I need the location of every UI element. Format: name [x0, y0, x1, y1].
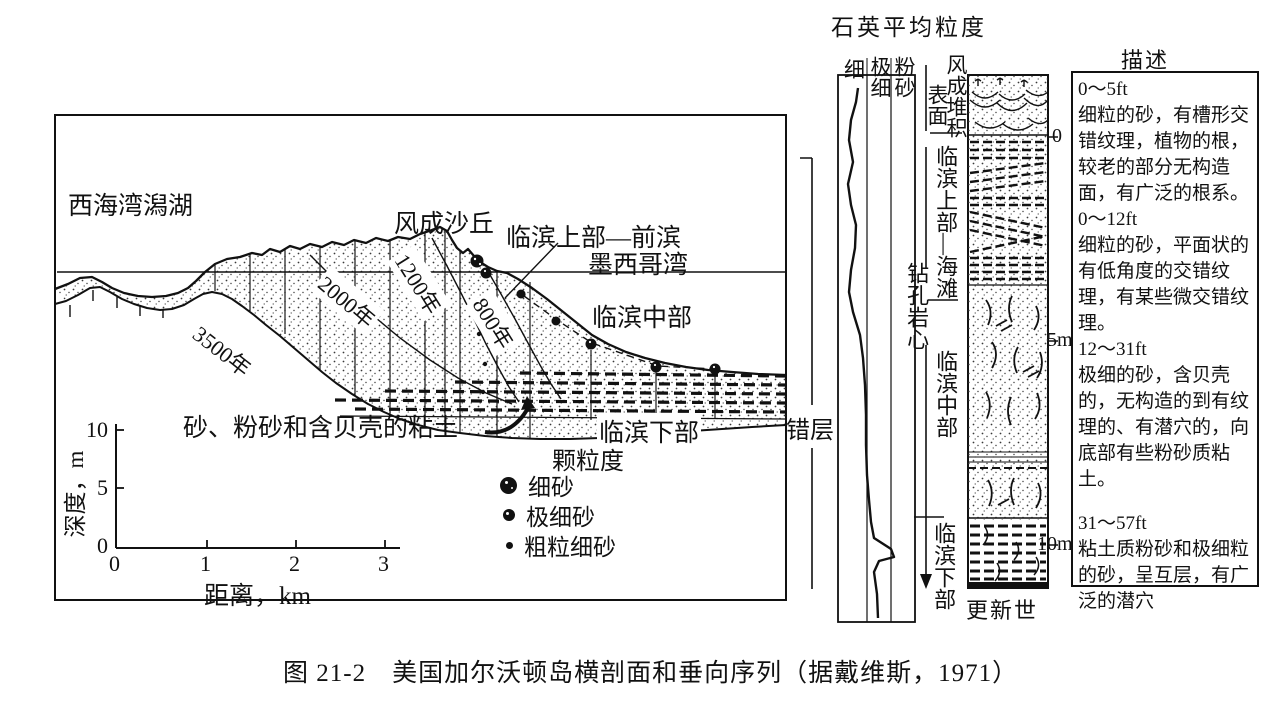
- description-box: 0～5ft 细粒的砂，有槽形交错纹理，植物的根，较老的部分无构造面，有广泛的根系。…: [1073, 73, 1257, 612]
- upper-shoreface-foreshore-label: 临滨上部—前滨: [506, 225, 682, 252]
- basal-unit-label: 砂、粉砂和含贝壳的粘土: [183, 415, 459, 442]
- legend-item-label: 细砂: [528, 475, 574, 500]
- distance-tick-0: 0: [109, 551, 120, 576]
- island-surface-profile: [54, 225, 787, 377]
- legend-item-label: 粗粒细砂: [524, 535, 616, 560]
- description-text: 极细的砂，含贝壳的，无构造的到有纹理的、有潜穴的，向底部有些粉砂质粘土。: [1078, 365, 1250, 490]
- distance-axis-label: 距离，km: [204, 583, 311, 610]
- burrowed-zone: [985, 295, 1043, 426]
- fault-label: 错层: [786, 418, 834, 444]
- pleistocene-label: 更新世: [966, 598, 1039, 623]
- barrier-base-line: [54, 286, 787, 440]
- description-text: 细粒的砂，有槽形交错纹理，植物的根，较老的部分无构造面，有广泛的根系。: [1078, 105, 1250, 204]
- core-annotation-brackets: [914, 65, 962, 576]
- description-box-border: [1071, 71, 1259, 587]
- grain-col-very-fine: 极细: [868, 56, 893, 98]
- leader-line: [504, 242, 559, 299]
- depth-mark-10m: 10m: [1037, 533, 1073, 555]
- description-section-4: 31～57ft 粘土质粉砂和极细粒的砂，呈互层，有广泛的潜穴: [1078, 511, 1252, 615]
- gulf-of-mexico-label: 墨西哥湾: [588, 252, 689, 279]
- legend-item-very-fine-sand: 极细砂: [503, 498, 595, 532]
- distance-tick-2: 2: [289, 551, 300, 576]
- distance-tick-3: 3: [378, 551, 389, 576]
- sample-chain-dashed: [523, 295, 717, 370]
- grain-size-curve: [846, 87, 896, 619]
- dune-label: 风成沙丘: [394, 211, 495, 238]
- depth-range: 0～12ft: [1078, 209, 1138, 230]
- legend-title: 颗粒度: [552, 449, 624, 475]
- description-section-2: 0～12ft 细粒的砂，平面状的有低角度的交错纹理，有某些微交错纹理。: [1078, 207, 1252, 337]
- drill-core-arrowhead: [920, 574, 932, 589]
- coarse-fine-sand-symbol-icon: [506, 541, 513, 549]
- trough-crossbeds: [969, 77, 1049, 131]
- drill-core-label: 钻孔岩心: [904, 262, 930, 350]
- basal-layered-unit: [334, 371, 787, 420]
- core-lower-shoreface-label: 临滨下部: [931, 522, 957, 610]
- grain-size-title: 石英平均粒度: [831, 15, 987, 40]
- legend-item-coarse-fine-sand: 粗粒细砂: [506, 528, 616, 562]
- isochron-800: [485, 267, 562, 400]
- core-middle-shoreface-label: 临滨中部: [933, 350, 959, 438]
- depth-tick-5: 5: [97, 475, 108, 500]
- interbedded-cracks: [982, 526, 1040, 582]
- distance-tick-1: 1: [200, 551, 211, 576]
- basal-unit-arrow: [484, 396, 535, 435]
- grain-col-silt: 粉砂: [892, 56, 917, 98]
- surface-label: 表面: [925, 84, 950, 126]
- aeolian-deposit-label: 风成堆积: [944, 54, 969, 138]
- lagoon-label: 西海湾潟湖: [68, 193, 194, 220]
- description-title: 描述: [1121, 48, 1170, 73]
- description-text: 粘土质粉砂和极细粒的砂，呈互层，有广泛的潜穴: [1078, 539, 1250, 612]
- figure-caption: 图 21-2 美国加尔沃顿岛横剖面和垂向序列（据戴维斯，1971）: [283, 660, 1019, 687]
- fault-bracket: [800, 157, 813, 589]
- thin-laminae-band: [968, 451, 1048, 469]
- description-text: 细粒的砂，平面状的有低角度的交错纹理，有某些微交错纹理。: [1078, 235, 1250, 334]
- upper-shoreface-beach-label: 临滨上部—海滩: [933, 145, 959, 299]
- depth-tick-marks: [1048, 136, 1058, 546]
- depth-range: 31～57ft: [1078, 513, 1147, 534]
- marsh-ticks: [69, 290, 164, 318]
- very-fine-sand-symbol-icon: [503, 509, 515, 521]
- sand-body-fill: [55, 227, 786, 439]
- grain-col-fine: 细: [844, 58, 865, 82]
- lower-shoreface-label: 临滨下部: [597, 413, 702, 449]
- description-section-3: 12～31ft 极细的砂，含贝壳的，无构造的到有纹理的、有潜穴的，向底部有些粉砂质…: [1078, 337, 1252, 493]
- strat-column: [967, 74, 1058, 589]
- interbedded-zone: [970, 524, 1046, 581]
- depth-tick-10: 10: [86, 417, 108, 442]
- legend-item-fine-sand: 细砂: [500, 468, 574, 502]
- burrowed-zone-lower: [987, 477, 1042, 509]
- legend-item-label: 极细砂: [526, 505, 595, 530]
- depth-tick-0: 0: [97, 533, 108, 558]
- fine-sand-symbol-icon: [500, 476, 517, 494]
- depth-range: 0～5ft: [1078, 79, 1128, 100]
- description-section-1: 0～5ft 细粒的砂，有槽形交错纹理，植物的根，较老的部分无构造面，有广泛的根系。: [1078, 77, 1252, 207]
- scale-axes: [115, 424, 400, 549]
- depth-range: 12～31ft: [1078, 339, 1147, 360]
- grain-size-chart: [837, 58, 916, 623]
- middle-shoreface-label: 临滨中部: [592, 305, 693, 332]
- depth-mark-0: 0: [1052, 125, 1062, 147]
- depth-mark-5m: 5m: [1047, 329, 1073, 351]
